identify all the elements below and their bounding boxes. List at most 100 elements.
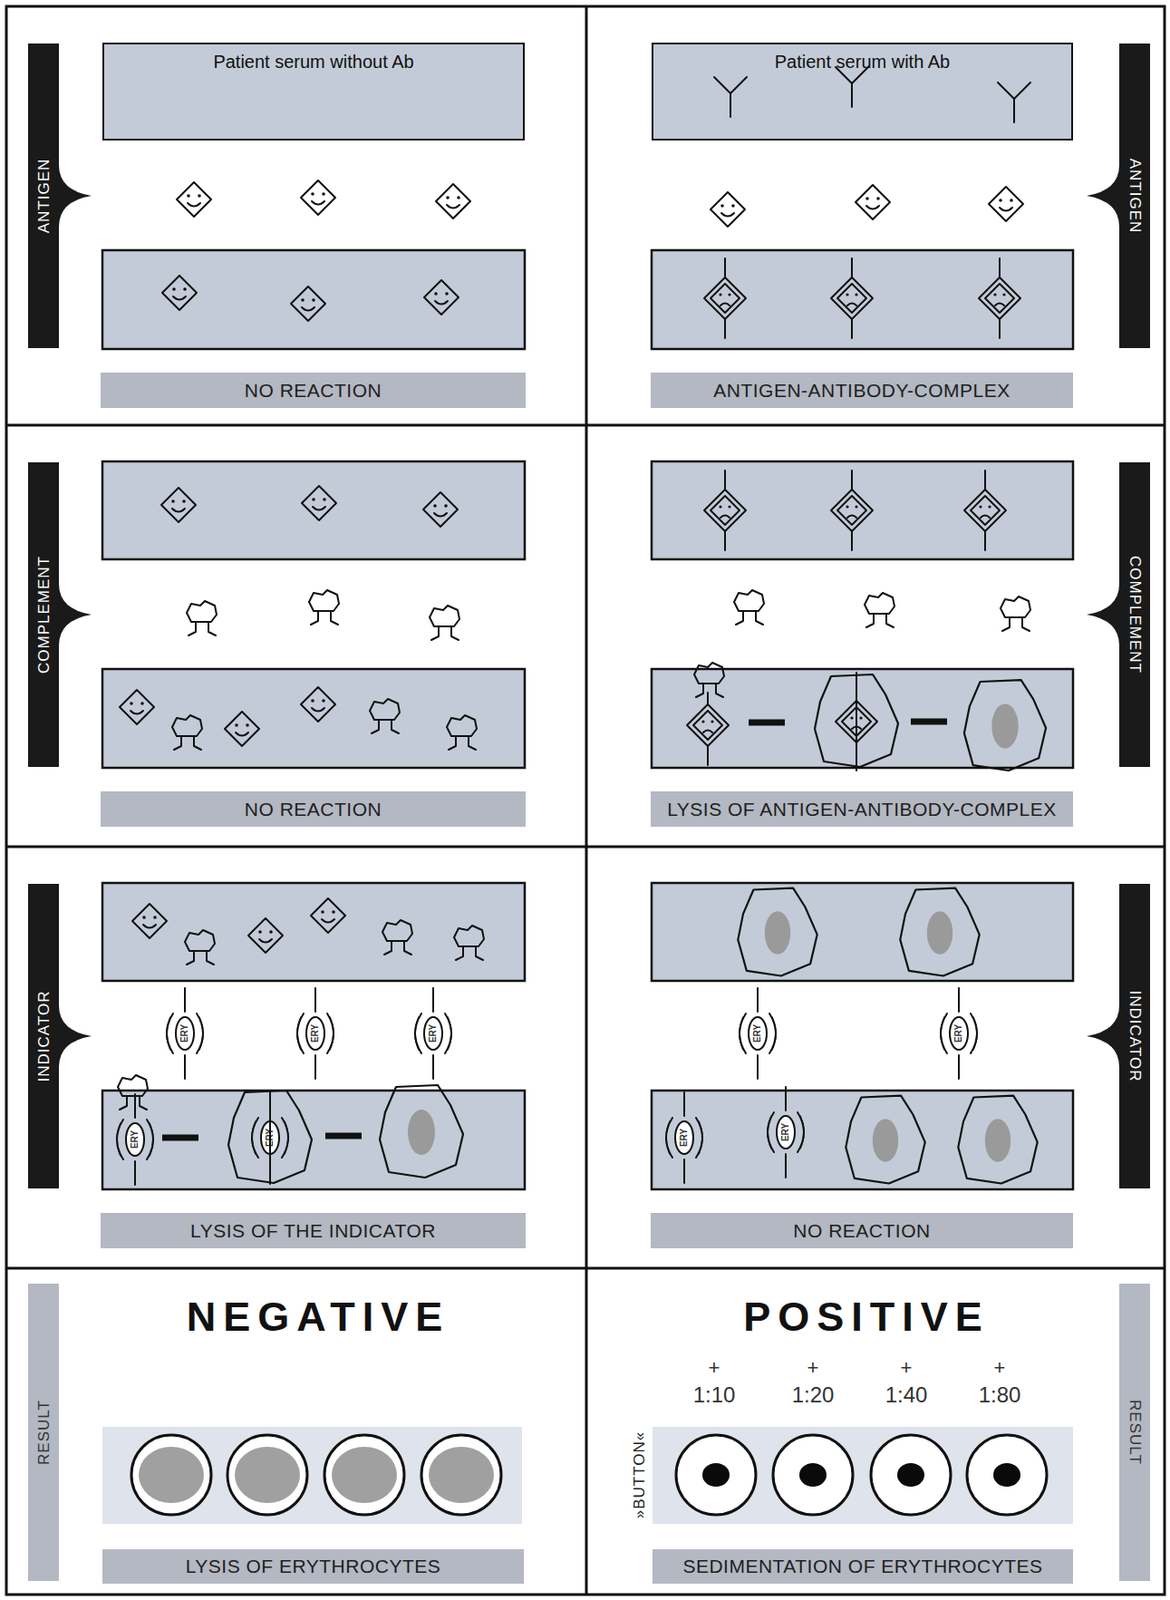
antigen bbox=[162, 275, 197, 310]
complex-frown bbox=[847, 515, 857, 519]
complex-inner bbox=[710, 495, 740, 525]
sediment-button bbox=[993, 1462, 1021, 1487]
eye bbox=[1002, 292, 1006, 296]
antigen-diamond bbox=[290, 286, 326, 321]
antigen bbox=[290, 286, 326, 321]
complement-legs bbox=[1002, 617, 1030, 631]
well bbox=[131, 1434, 212, 1515]
erythrocyte-bracket bbox=[666, 1121, 703, 1154]
erythrocyte-bracket bbox=[739, 1013, 776, 1054]
complement bbox=[117, 1074, 148, 1110]
antigen-smile bbox=[321, 918, 335, 923]
lysed-cell bbox=[964, 679, 1046, 771]
eye bbox=[456, 195, 461, 200]
antigen-smile bbox=[311, 201, 325, 205]
erythrocyte-outline bbox=[748, 1016, 767, 1050]
erythrocyte: ERY bbox=[413, 1007, 454, 1059]
eye bbox=[865, 196, 870, 201]
eye bbox=[445, 195, 450, 200]
erythrocyte-outline bbox=[306, 1016, 325, 1050]
grid-line bbox=[6, 1266, 1165, 1270]
eye bbox=[845, 292, 849, 296]
complex-inner bbox=[837, 495, 867, 525]
complement bbox=[446, 715, 477, 750]
cell-label: ERY bbox=[310, 1024, 320, 1043]
eye bbox=[311, 298, 316, 302]
cell-outline bbox=[814, 674, 899, 767]
erythrocyte-bracket bbox=[767, 1115, 804, 1149]
antigen bbox=[855, 184, 890, 220]
cell-label: ERY bbox=[130, 1130, 140, 1149]
complex-frown bbox=[720, 303, 730, 307]
lysed-cell bbox=[228, 1090, 312, 1183]
antigen-diamond bbox=[424, 280, 459, 315]
reaction-box bbox=[651, 668, 1074, 768]
reaction-box bbox=[651, 250, 1074, 349]
erythrocyte: ERY bbox=[250, 1111, 291, 1163]
complement-cap bbox=[184, 929, 215, 951]
eye bbox=[876, 196, 880, 201]
eye bbox=[172, 287, 176, 291]
grid-line bbox=[6, 845, 1165, 849]
side-tab: ANTIGEN bbox=[1086, 43, 1151, 349]
step-dash bbox=[162, 1134, 199, 1141]
reaction-box bbox=[102, 461, 525, 560]
antigen-diamond bbox=[248, 918, 283, 953]
complex-inner bbox=[693, 710, 723, 740]
antigen-diamond bbox=[300, 180, 336, 215]
binding-line-path bbox=[855, 672, 858, 771]
eye bbox=[320, 909, 325, 914]
result-bar: LYSIS OF ERYTHROCYTES bbox=[102, 1548, 524, 1584]
complement-cap bbox=[186, 600, 217, 622]
complement-cap bbox=[694, 662, 725, 684]
grid-line bbox=[6, 424, 1165, 427]
complement-legs bbox=[174, 735, 202, 750]
complex-outer bbox=[835, 700, 878, 743]
bar-text: NO REACTION bbox=[792, 1219, 930, 1242]
antigen-antibody-complex bbox=[835, 681, 878, 762]
tab-fill bbox=[1086, 462, 1151, 767]
erythrocyte-group bbox=[767, 1086, 804, 1178]
lysed-fill bbox=[138, 1446, 204, 1503]
complement-legs bbox=[866, 613, 894, 628]
antigen-antibody-complex bbox=[686, 692, 729, 765]
antigen-smile bbox=[435, 300, 448, 305]
antigen-diamond bbox=[855, 184, 890, 220]
antibody-line bbox=[706, 692, 709, 765]
tab-text: ANTIGEN bbox=[1127, 158, 1143, 234]
tab-text: RESULT bbox=[1127, 1399, 1143, 1465]
bar-text: LYSIS OF THE INDICATOR bbox=[190, 1219, 436, 1242]
antigen bbox=[176, 182, 212, 217]
result-tab: RESULT bbox=[1119, 1283, 1151, 1581]
binding-line bbox=[856, 672, 858, 771]
binding-line-path bbox=[269, 1092, 271, 1184]
erythrocyte-bracket bbox=[297, 1013, 334, 1054]
lysed-cell bbox=[957, 1095, 1037, 1184]
eye bbox=[854, 504, 858, 508]
complex-outer bbox=[978, 277, 1021, 320]
erythrocyte-group bbox=[739, 987, 776, 1079]
cell-label: ERY bbox=[679, 1128, 689, 1147]
complex-frown bbox=[851, 726, 861, 730]
reaction-box bbox=[651, 461, 1074, 560]
cell-outline bbox=[737, 888, 817, 977]
button-label: »BUTTON« bbox=[631, 1431, 648, 1519]
side-tab: ANTIGEN bbox=[28, 43, 92, 349]
antigen-diamond bbox=[988, 186, 1024, 222]
well bbox=[870, 1434, 951, 1515]
erythrocyte-bracket bbox=[251, 1117, 289, 1158]
erythrocyte-group bbox=[116, 1093, 154, 1185]
complement-legs bbox=[696, 683, 724, 697]
eye bbox=[701, 719, 705, 723]
well bbox=[966, 1434, 1047, 1515]
eye bbox=[1009, 198, 1014, 203]
bar-text: NO REACTION bbox=[244, 798, 382, 821]
cell-remnant bbox=[764, 910, 792, 955]
antigen-antibody-complex bbox=[964, 470, 1006, 551]
antibody bbox=[835, 67, 869, 107]
titer-label: 1:80 bbox=[978, 1383, 1022, 1406]
complement bbox=[186, 600, 217, 636]
complex-frown bbox=[995, 303, 1005, 307]
antigen-smile bbox=[446, 204, 460, 209]
serum-box: Patient serum without Ab bbox=[102, 42, 525, 141]
